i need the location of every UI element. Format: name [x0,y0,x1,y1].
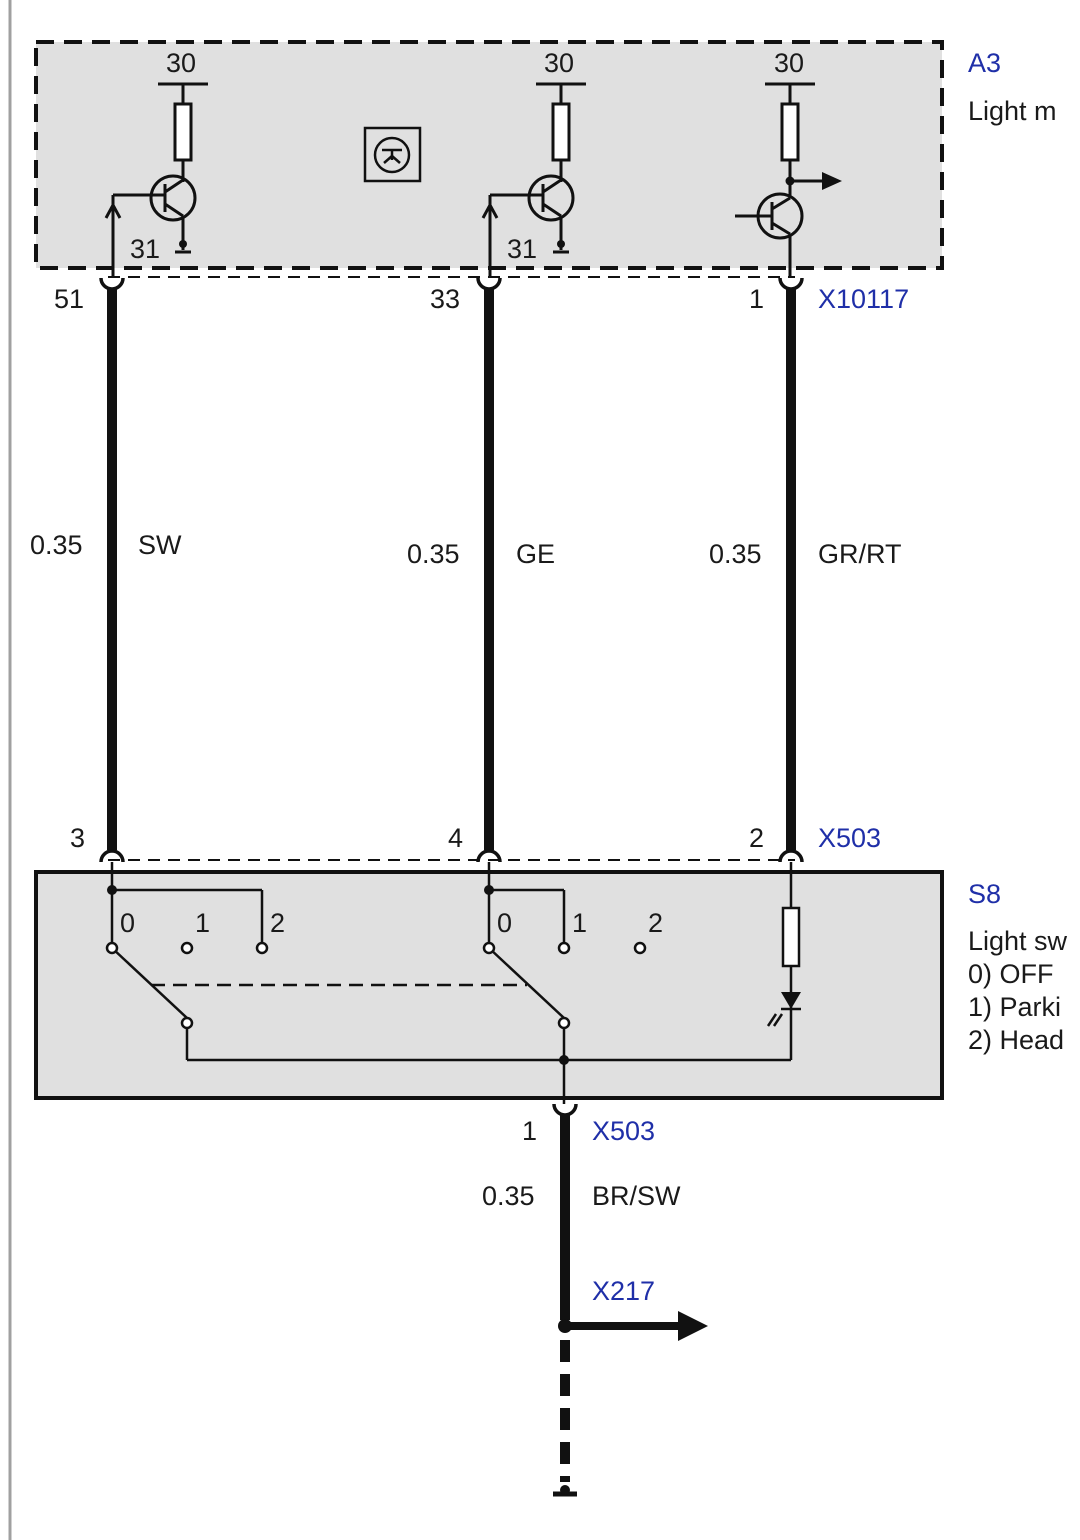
a3-name: Light m [968,96,1057,126]
wire-left-color: SW [138,530,182,560]
wire-right-gauge: 0.35 [709,539,762,569]
module-a3-output-arrow [822,172,842,190]
x217-arrow [678,1311,708,1341]
a3-ground-left: 31 [130,234,160,264]
switch-s8-junctions [107,885,569,1065]
module-a3-node-left [179,240,187,248]
switch-s8-contacts [105,941,647,1030]
wire-left-gauge: 0.35 [30,530,83,560]
wire-mid-color: GE [516,539,555,569]
module-a3-node-right [785,176,795,186]
s8-id: S8 [968,879,1001,909]
s8-desc-line-4: 2) Head [968,1025,1064,1055]
module-a3-node-mid [557,240,565,248]
x503-bottom-pin: 1 [522,1116,537,1146]
s8-mid-pos-0: 0 [497,908,512,938]
x503-id: X503 [818,823,881,853]
x503-pin-mid: 4 [448,823,463,853]
s8-desc-line-2: 0) OFF [968,959,1054,989]
connector-x503-pins [99,849,804,863]
s8-desc-line-3: 1) Parki [968,992,1061,1022]
x217-id: X217 [592,1276,655,1306]
wire-right-color: GR/RT [818,539,902,569]
bottom-wire-color: BR/SW [592,1181,681,1211]
x503-pin-left: 3 [70,823,85,853]
wire-mid-gauge: 0.35 [407,539,460,569]
s8-mid-pos-2: 2 [648,908,663,938]
switch-s8-internals [110,862,801,1104]
ground-node [560,1485,570,1495]
s8-mid-pos-1: 1 [572,908,587,938]
bottom-wire-gauge: 0.35 [482,1181,535,1211]
a3-id: A3 [968,48,1001,78]
x10117-pin-left: 51 [54,284,84,314]
s8-left-pos-2: 2 [270,908,285,938]
a3-supply-mid: 30 [544,48,574,78]
x503-pin-right: 2 [749,823,764,853]
a3-supply-left: 30 [166,48,196,78]
module-a3-driver-mid [481,82,586,276]
connector-x503-bottom-pin [552,1103,578,1117]
switch-s8-led [781,992,801,1009]
x10117-id: X10117 [818,284,909,314]
s8-left-pos-1: 1 [195,908,210,938]
x503-bottom-id: X503 [592,1116,655,1146]
a3-supply-right: 30 [774,48,804,78]
s8-desc-line-1: Light sw [968,926,1068,956]
x10117-pin-mid: 33 [430,284,460,314]
module-icon [363,126,422,183]
module-a3-driver-left [104,82,208,276]
s8-left-pos-0: 0 [120,908,135,938]
a3-ground-mid: 31 [507,234,537,264]
wire-bundle [107,288,796,850]
x10117-pin-right: 1 [749,284,764,314]
